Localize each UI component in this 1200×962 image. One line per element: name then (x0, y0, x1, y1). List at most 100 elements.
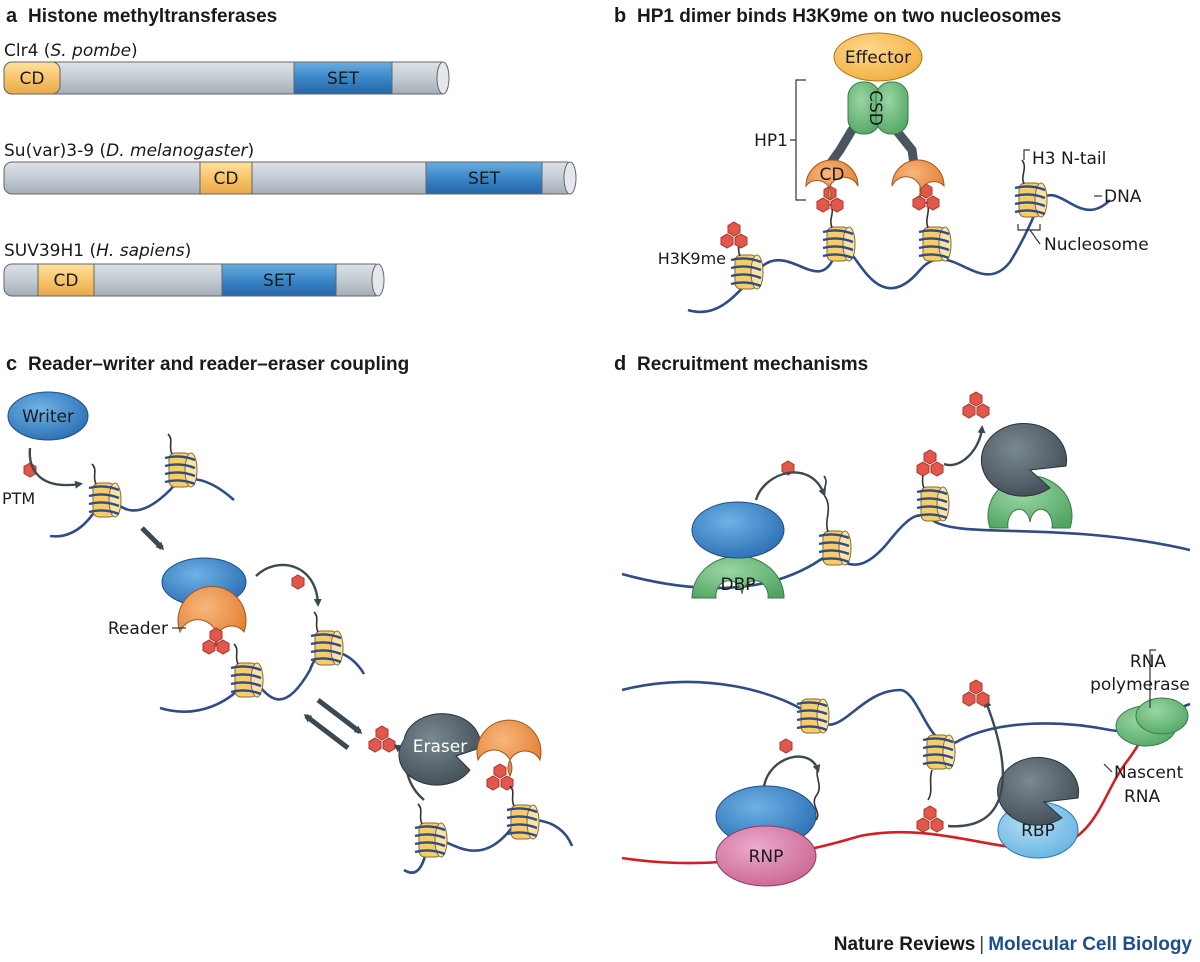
rbp-label: RBP (1021, 821, 1055, 841)
methyl-mark-icon (917, 450, 943, 476)
eraser-label: Eraser (413, 737, 467, 757)
reader-label: Reader (108, 619, 168, 639)
nucleosome (795, 697, 831, 735)
hinge-right (891, 125, 919, 169)
histone-tail (313, 611, 319, 633)
equilibrium-back (303, 714, 350, 750)
nucleosome (309, 629, 345, 667)
hp1-bracket (790, 79, 806, 201)
domain-bar-suvar: CD SET (3, 161, 577, 195)
protein-label-suv39h1: SUV39H1 (H. sapiens) (4, 241, 191, 261)
histone-tail (233, 643, 239, 665)
cd-right (891, 159, 945, 200)
nucleosome-label: Nucleosome (1044, 235, 1149, 255)
set-domain-label: SET (327, 69, 360, 89)
ptm-arrow (28, 447, 83, 489)
set-domain-label: SET (263, 271, 296, 291)
ptm-label: PTM (2, 489, 35, 508)
removal-arrow (947, 699, 1004, 828)
nucleosome (917, 225, 953, 263)
rnp (715, 825, 817, 887)
nucleosome (505, 803, 541, 841)
panel-d-letter: d (614, 353, 626, 375)
removal-arrow (943, 425, 986, 467)
removed-mark-icon (369, 726, 395, 752)
ptm-mark-icon (779, 738, 793, 754)
protein-label-suvar: Su(var)3-9 (D. melanogaster) (4, 141, 254, 161)
domain-bar-suv39h1: CD SET (3, 263, 385, 297)
nucleosome (163, 451, 199, 489)
cd-left (805, 159, 859, 202)
nucleosome-bracket (1017, 224, 1041, 245)
cd-label: CD (820, 165, 845, 185)
methyl-mark-icon (203, 628, 229, 654)
nucleosome (87, 481, 123, 519)
panel-d: d Recruitment mechanisms DBP RNP RBP (614, 353, 1191, 887)
writer (7, 391, 89, 441)
histone-tail (417, 803, 423, 825)
protein-label-clr4: Clr4 (S. pombe) (4, 41, 138, 61)
journal-footer: Nature Reviews|Molecular Cell Biology (834, 934, 1192, 956)
dbp (691, 555, 785, 599)
panel-c-letter: c (6, 353, 17, 375)
rna-polymerase-leader (1149, 649, 1156, 708)
histone-tail (1021, 159, 1026, 185)
cd-domain-label: CD (214, 169, 239, 189)
eraser (398, 713, 481, 786)
csd-label: CSD (865, 90, 885, 126)
panel-c-title: Reader–writer and reader–eraser coupling (28, 354, 409, 375)
ptm-arrow (255, 563, 322, 607)
histone-tail (927, 769, 933, 801)
panel-a: a Histone methyltransferases Clr4 (S. po… (3, 5, 577, 297)
panel-c: c Reader–writer and reader–eraser coupli… (2, 353, 574, 874)
panel-a-title: Histone methyltransferases (28, 6, 277, 27)
effector (833, 32, 923, 82)
cd-domain-label: CD (54, 271, 79, 291)
reader (476, 719, 542, 778)
ptm-arrow (754, 471, 826, 501)
h3k9me-label: H3K9me (658, 249, 726, 268)
nucleosome (915, 485, 951, 523)
eraser (980, 423, 1068, 497)
panel-b-letter: b (614, 5, 626, 27)
nucleosome (817, 529, 853, 567)
dna-label: DNA (1104, 187, 1142, 207)
footer-separator: | (979, 934, 985, 955)
nucleosome (1013, 181, 1049, 219)
nucleosome (413, 821, 449, 859)
rna-polymerase-label-2: polymerase (1090, 675, 1190, 695)
nucleosome (821, 225, 857, 263)
nucleosome (229, 661, 265, 699)
histone-tail (823, 475, 830, 533)
nascent-rna-leader (1103, 763, 1113, 773)
reader (177, 586, 247, 648)
removed-mark-icon (963, 392, 989, 418)
histone-tail (813, 765, 820, 821)
panel-d-title: Recruitment mechanisms (637, 354, 868, 375)
journal-name: Nature Reviews (833, 934, 976, 955)
equilibrium-forward (316, 698, 363, 734)
csd-right (875, 81, 909, 135)
nucleosome (729, 253, 765, 291)
rnp-label: RNP (749, 847, 784, 867)
histone-tail (91, 463, 97, 485)
panel-a-letter: a (6, 5, 18, 27)
writer (691, 501, 785, 559)
step-arrow (140, 526, 165, 551)
effector-label: Effector (845, 48, 911, 68)
histone-tail (167, 433, 173, 455)
nascent-rna-label-1: Nascent (1114, 763, 1184, 783)
set-domain-label: SET (468, 169, 501, 189)
eraser (997, 756, 1080, 826)
methyl-mark-icon (721, 222, 747, 248)
rna-polymerase (1135, 697, 1189, 735)
panel-b-title: HP1 dimer binds H3K9me on two nucleosome… (637, 6, 1061, 27)
panel-b: b HP1 dimer binds H3K9me on two nucleoso… (614, 5, 1149, 314)
journal-section: Molecular Cell Biology (988, 934, 1192, 955)
methyl-mark-icon (917, 806, 943, 832)
dna-strand (49, 477, 235, 538)
rna-polymerase-label-1: RNA (1130, 652, 1167, 672)
dna-strand (621, 680, 1191, 745)
writer-label: Writer (22, 407, 74, 427)
